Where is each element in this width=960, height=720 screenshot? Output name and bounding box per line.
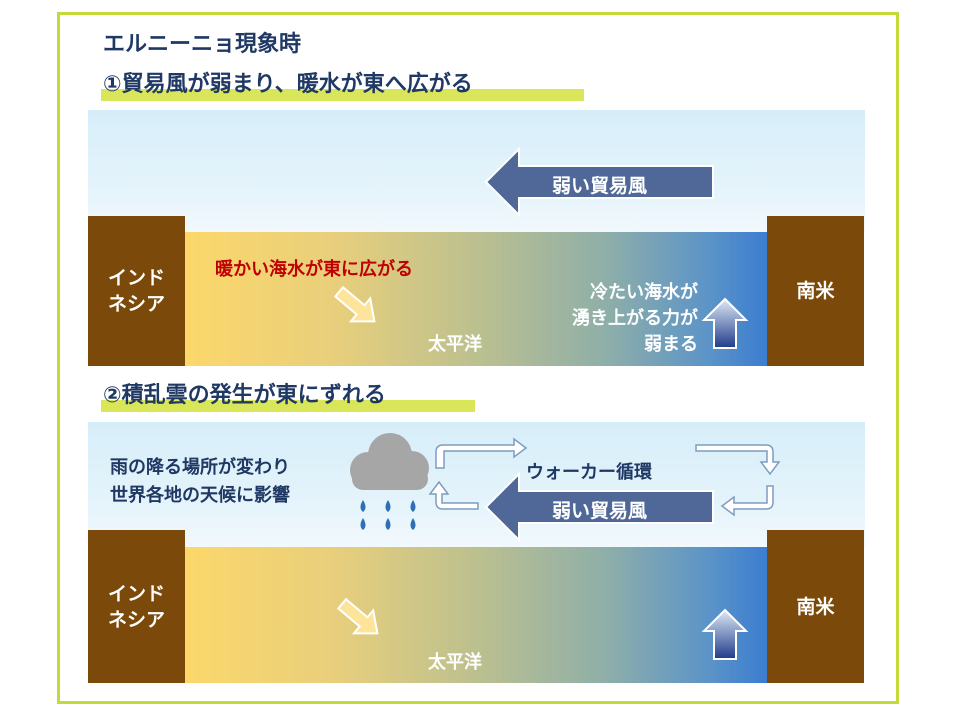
slide-title: エルニーニョ現象時: [103, 32, 302, 57]
panel2-wind-label: 弱い貿易風: [552, 500, 648, 522]
cold-water-label: 冷たい海水が 湧き上がる力が 弱まる: [540, 280, 698, 358]
panel2-sky: [88, 422, 865, 547]
panel2-ocean: [185, 547, 767, 683]
rain-label-line2: 世界各地の天候に影響: [110, 485, 290, 506]
panel1-sky: [88, 110, 865, 232]
panel2-west-land: インドネシア: [88, 530, 185, 683]
west-land-line1: インド: [107, 582, 165, 605]
diagonal-arrow-icon: [336, 597, 379, 635]
upward-arrow-icon: [701, 608, 749, 660]
wind-arrow-left-icon: [484, 146, 714, 218]
circulation-arrows-icon: [428, 437, 781, 517]
west-land-line2: ネシア: [107, 293, 165, 315]
cold-water-line3: 弱まる: [644, 334, 698, 355]
cold-water-line2: 湧き上がる力が: [572, 308, 698, 329]
panel2-ocean-label: 太平洋: [428, 652, 482, 673]
rain-label-line1: 雨の降る場所が変わり: [110, 457, 290, 478]
section1-title: ①貿易風が弱まり、暖水が東へ広がる: [103, 72, 473, 97]
east-land-label: 南米: [796, 280, 835, 302]
wind-arrow-left-icon: [484, 471, 714, 543]
rain-label: 雨の降る場所が変わり 世界各地の天候に影響: [110, 454, 290, 510]
panel1-ocean: [185, 232, 767, 366]
warm-water-label: 暖かい海水が東に広がる: [215, 259, 413, 280]
panel2-east-land: 南米: [767, 530, 864, 683]
diagonal-arrow-icon: [333, 285, 376, 323]
title-highlight: [101, 89, 584, 101]
cold-water-line1: 冷たい海水が: [590, 282, 698, 303]
walker-label: ウォーカー循環: [526, 462, 652, 483]
section2-title: ②積乱雲の発生が東にずれる: [103, 383, 386, 408]
panel1-ocean-label: 太平洋: [428, 334, 482, 355]
west-land-line2: ネシア: [107, 608, 165, 631]
upward-arrow-icon: [701, 297, 749, 349]
section2-highlight: [101, 400, 475, 412]
east-land-label: 南米: [796, 595, 835, 618]
panel1-east-land: 南米: [767, 216, 864, 366]
west-land-line1: インド: [107, 267, 165, 289]
panel1-wind-label: 弱い貿易風: [552, 175, 648, 197]
rain-cloud-icon: [350, 433, 429, 530]
panel1-west-land: インドネシア: [88, 216, 185, 366]
slide-frame: [57, 12, 899, 704]
